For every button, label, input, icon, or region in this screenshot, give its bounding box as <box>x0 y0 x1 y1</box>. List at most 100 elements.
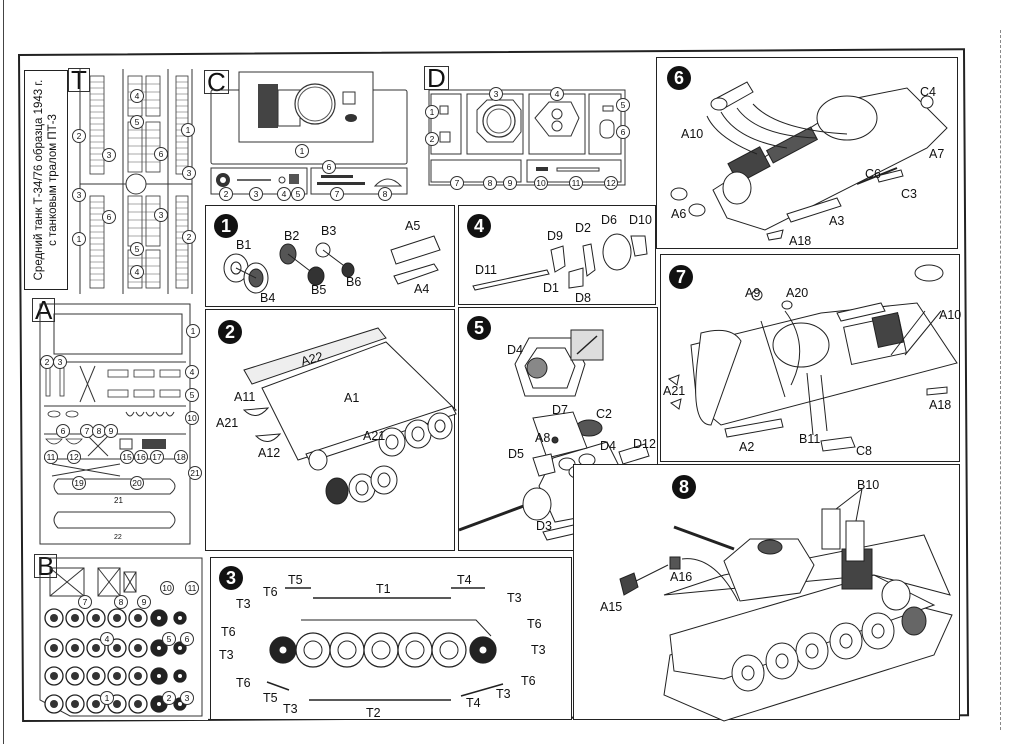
part-label: A10 <box>939 308 962 322</box>
part-label: C8 <box>856 444 872 458</box>
sprue-b-part-number: 4 <box>100 632 114 646</box>
sprue-c-part-number: 7 <box>330 187 344 201</box>
title-line-2: с танковым тралом ПТ-3 <box>47 114 59 246</box>
sprue-c-part-number: 1 <box>295 144 309 158</box>
part-label: T3 <box>236 597 251 611</box>
road-wheel-hub <box>92 700 100 708</box>
wheel-hub <box>439 640 459 660</box>
road-wheel-hub <box>157 702 161 706</box>
part-label: D6 <box>601 213 617 227</box>
part-label: A21 <box>363 429 386 443</box>
sprue-d-part-number: 6 <box>616 125 630 139</box>
part-label: B10 <box>857 478 880 492</box>
part-label: B4 <box>260 291 276 305</box>
step-2-drawing <box>242 327 457 505</box>
step-6-drawing <box>670 81 948 241</box>
title-text: Средний танк Т-34/76 образца 1943 г. с т… <box>32 80 60 281</box>
sprue-t-panel: T 4 5 2 1 3 6 3 3 6 3 1 2 <box>68 64 200 300</box>
sprue-t-part-number: 4 <box>130 89 144 103</box>
part-label: A10 <box>681 127 704 141</box>
sprue-c-drawing <box>210 71 408 195</box>
sprue-t-part-number: 5 <box>130 242 144 256</box>
road-wheel-hub <box>178 646 182 650</box>
part-label: T2 <box>366 706 381 720</box>
step-3-drawing <box>266 587 504 701</box>
part-label: A15 <box>600 600 623 614</box>
part-label: C6 <box>865 167 881 181</box>
part-label: A16 <box>670 570 693 584</box>
sprue-t-part-number: 6 <box>154 147 168 161</box>
sprue-d-part-number: 12 <box>604 176 618 190</box>
road-wheel <box>329 632 365 668</box>
sprue-t-part-number: 4 <box>130 265 144 279</box>
part-label: T3 <box>496 687 511 701</box>
step-6-panel: 6 C4 A10 A7 C6 C3 A6 A3 A18 <box>656 57 958 249</box>
part-label: T6 <box>221 625 236 639</box>
road-wheel-hub <box>157 616 161 620</box>
road-wheel-hub <box>71 614 79 622</box>
sprue-a-part-number: 18 <box>174 450 188 464</box>
sprue-t-drawing <box>79 69 193 294</box>
part-label: T5 <box>263 691 278 705</box>
step-7-panel: 7 A9 A20 A10 A21 A18 A2 B11 C8 <box>660 254 962 462</box>
part-label: B3 <box>321 224 337 238</box>
road-wheel-hub <box>50 644 58 652</box>
step-3-panel: 3 T5 T1 T4 T6 T3 T6 T3 T6 T5 T3 T2 T4 T3… <box>210 557 572 720</box>
sprue-a-part-number: 3 <box>53 355 67 369</box>
part-label: T3 <box>531 643 546 657</box>
road-wheel-hub <box>113 644 121 652</box>
sprue-a-part-number: 5 <box>185 388 199 402</box>
sprue-d-part-number: 10 <box>534 176 548 190</box>
step-2-panel: 2 A22 A1 A11 A21 A12 A21 <box>205 309 457 551</box>
part-label: D2 <box>575 221 591 235</box>
sprue-c-part-number: 3 <box>249 187 263 201</box>
part-label: T6 <box>263 585 278 599</box>
sprue-a-part-number: 20 <box>130 476 144 490</box>
road-wheel-hub <box>134 700 142 708</box>
part-label: D8 <box>575 291 591 305</box>
sprue-b-part-number: 10 <box>160 581 174 595</box>
sprue-a-part-number: 12 <box>67 450 81 464</box>
sprue-c-part-number: 2 <box>219 187 233 201</box>
part-label: T1 <box>376 582 391 596</box>
sprue-d-part-number: 5 <box>616 98 630 112</box>
part-label: T3 <box>219 648 234 662</box>
part-label: D9 <box>547 229 563 243</box>
sprue-t-part-number: 2 <box>72 129 86 143</box>
step-3-badge: 3 <box>219 566 243 590</box>
step-1-panel: 1 B1 B2 B3 A5 B4 B5 B6 A4 <box>205 205 455 307</box>
sprue-c-part-number: 4 <box>277 187 291 201</box>
part-label: D3 <box>536 519 552 533</box>
sprue-c-part-number: 6 <box>322 160 336 174</box>
sprue-a-part-number: 1 <box>186 324 200 338</box>
sprue-t-part-number: 3 <box>154 208 168 222</box>
sprue-a-part-number: 10 <box>185 411 199 425</box>
road-wheel-hub <box>92 644 100 652</box>
road-wheel-hub <box>134 644 142 652</box>
road-wheel-hub <box>71 644 79 652</box>
part-label: D12 <box>633 437 656 451</box>
sprue-b-part-number: 11 <box>185 581 199 595</box>
part-label: D4 <box>600 439 616 453</box>
sprue-d-part-number: 2 <box>425 132 439 146</box>
sprue-a-part-label: 21 <box>114 496 123 505</box>
sprue-t-part-number: 3 <box>102 148 116 162</box>
road-wheel-hub <box>134 672 142 680</box>
part-label: B6 <box>346 275 362 289</box>
sprue-b-part-number: 6 <box>180 632 194 646</box>
step-8-drawing <box>619 488 953 722</box>
part-label: A12 <box>258 446 281 460</box>
title-line-1: Средний танк Т-34/76 образца 1943 г. <box>33 79 45 281</box>
sprue-b-drawing <box>39 557 203 717</box>
sprue-t-part-number: 1 <box>72 232 86 246</box>
sprue-a-part-number: 17 <box>150 450 164 464</box>
part-label: B1 <box>236 238 252 252</box>
part-label: D7 <box>552 403 568 417</box>
part-label: T6 <box>527 617 542 631</box>
road-wheel-hub <box>178 616 182 620</box>
step-7-badge: 7 <box>669 265 693 289</box>
sprue-c-panel: C 1 2 3 4 5 6 7 8 <box>203 62 417 201</box>
sprue-a-part-label: 22 <box>114 534 122 541</box>
road-wheel <box>431 632 467 668</box>
sprue-d-part-number: 8 <box>483 176 497 190</box>
